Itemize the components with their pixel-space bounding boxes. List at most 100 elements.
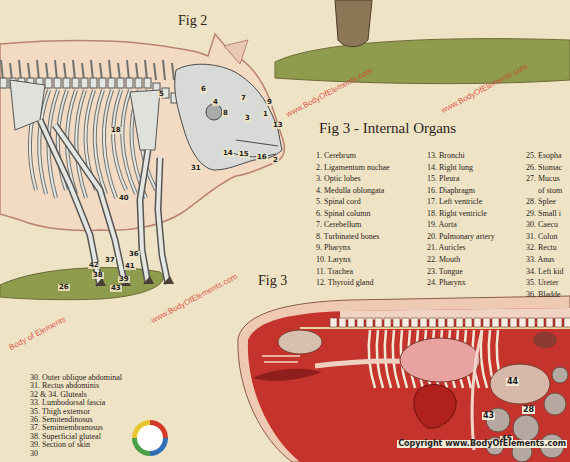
key-entry: 35. Thigh extensor — [30, 408, 90, 416]
key-entry: 39. Section of skin — [30, 441, 90, 449]
hoof — [95, 278, 106, 286]
ground-patch — [275, 39, 570, 84]
skin-outline — [238, 296, 570, 462]
key-entry: 28. Splee — [526, 198, 556, 206]
spinous-process — [172, 63, 174, 80]
leg-bone — [40, 120, 100, 286]
key-entry: 25. Esopha — [526, 152, 562, 160]
spinous-process — [10, 63, 12, 80]
vertebra — [45, 78, 52, 88]
animal-leg — [335, 0, 372, 47]
key-entry: 17. Left ventricle — [427, 198, 482, 206]
key-entry: 33. Anus — [526, 256, 554, 264]
vertebra — [117, 78, 124, 88]
spinous-process — [55, 60, 57, 80]
spinous-process — [127, 60, 129, 80]
rib — [481, 330, 487, 388]
callout-number: 7 — [240, 95, 247, 102]
callout-number: 15 — [238, 151, 250, 158]
leg-bone — [55, 125, 125, 286]
vertebra — [492, 318, 499, 327]
key-entry: 33. Lumbodorsal fascia — [30, 399, 105, 407]
vertebra — [564, 318, 570, 327]
spinous-process — [64, 63, 66, 80]
vertebra — [519, 318, 526, 327]
key-entry: 15. Pleura — [427, 175, 459, 183]
skull — [175, 64, 282, 170]
intestine-loop — [552, 367, 568, 383]
vertebra — [330, 318, 337, 327]
tongue — [252, 369, 322, 381]
leg-bone — [158, 158, 168, 284]
callout-number: 1 — [262, 111, 269, 118]
callout-number: 37 — [104, 257, 116, 264]
key-entry: 27. Mucus — [526, 175, 560, 183]
spinous-process — [91, 60, 93, 80]
vertebra — [546, 318, 553, 327]
vertebra — [537, 318, 544, 327]
vertebra — [375, 318, 382, 327]
key-entry: 6. Spinal column — [316, 210, 370, 218]
callout-number: 42 — [88, 262, 100, 269]
leg-bone — [140, 150, 148, 284]
vertebra — [483, 318, 490, 327]
brain — [278, 330, 322, 354]
figure-label: Fig 2 — [178, 14, 207, 28]
vertebra — [438, 318, 445, 327]
key-entry: 20. Pulmonary artery — [427, 233, 495, 241]
callout-number: 16 — [256, 154, 268, 161]
vertebra — [63, 78, 70, 88]
key-entry: 11. Trachea — [316, 268, 353, 276]
callout-number: 38 — [92, 272, 104, 279]
key-entry: 32. Rectu — [526, 244, 557, 252]
key-entry: 36. Semitendinosus — [30, 416, 93, 424]
key-entry: 30 — [30, 450, 38, 458]
diaphragm — [472, 330, 482, 450]
vertebra — [384, 318, 391, 327]
spinous-process — [145, 60, 147, 80]
spinous-process — [163, 60, 165, 80]
key-entry: 10. Larynx — [316, 256, 351, 264]
key-entry: 1. Cerebrum — [316, 152, 356, 160]
leg-bone — [140, 150, 148, 284]
spinous-process — [118, 63, 120, 80]
vertebra — [528, 318, 535, 327]
spinous-process — [28, 63, 30, 80]
trachea — [315, 361, 412, 366]
scapula — [130, 90, 160, 150]
key-entry: 8. Turbinated bones — [316, 233, 379, 241]
vertebra — [447, 318, 454, 327]
eye-orbit — [206, 104, 222, 120]
callout-number: 2 — [272, 157, 279, 164]
pig-ear — [224, 40, 248, 64]
hoof — [163, 276, 174, 284]
hoof — [143, 276, 154, 284]
spinous-process — [46, 63, 48, 80]
vertebra — [348, 318, 355, 327]
vertebra — [402, 318, 409, 327]
vertebra — [126, 78, 133, 88]
spinous-process — [1, 60, 3, 80]
vertebra — [108, 78, 115, 88]
vertebra — [510, 318, 517, 327]
callout-number: 44 — [506, 378, 519, 386]
key-entry: 14. Right lung — [427, 164, 473, 172]
key-entry: 18. Right ventricle — [427, 210, 487, 218]
leg-bone — [158, 158, 168, 284]
spinous-process — [109, 60, 111, 80]
key-entry: 7. Cerebellum — [316, 221, 361, 229]
key-entry: 26. Stomac — [526, 164, 562, 172]
callout-number: 14 — [222, 150, 234, 157]
key-entry: 23. Tongue — [427, 268, 463, 276]
vertebra — [555, 318, 562, 327]
callout-number: 39 — [118, 276, 130, 283]
callout-number: 13 — [272, 122, 284, 129]
vertebra — [99, 78, 106, 88]
vertebra — [393, 318, 400, 327]
callout-number: Copyright www.BodyOfElements.com — [397, 440, 567, 448]
key-entry: 3. Optic lobes — [316, 175, 361, 183]
stomach — [490, 364, 550, 404]
callout-number: 6 — [200, 86, 207, 93]
key-entry: 5. Spinal cord — [316, 198, 361, 206]
